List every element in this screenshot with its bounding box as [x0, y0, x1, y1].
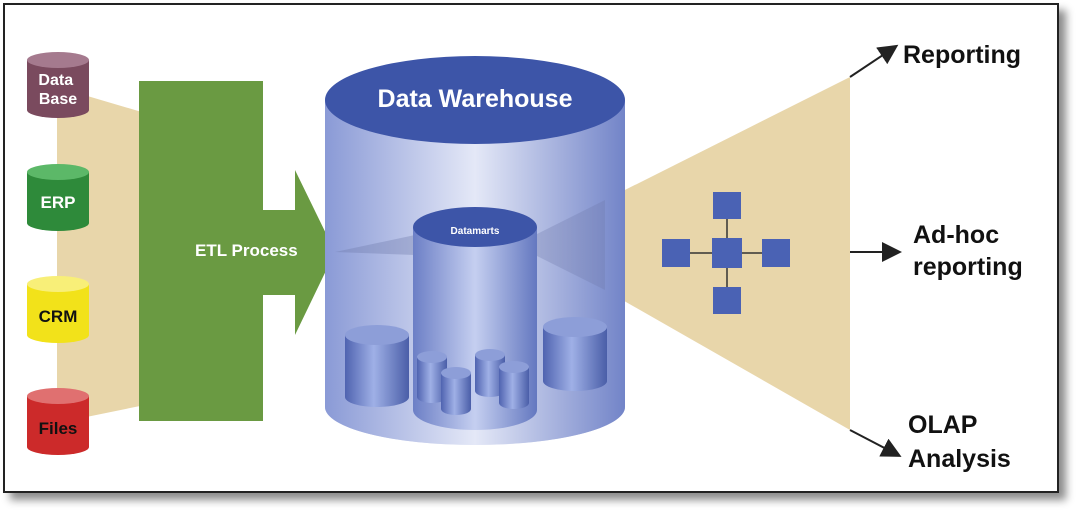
source-erp-cylinder: ERP — [27, 164, 89, 231]
source-crm-label: CRM — [39, 307, 78, 326]
network-node-right — [762, 239, 790, 267]
network-node-bottom — [713, 287, 741, 314]
network-node-top — [713, 192, 741, 219]
storage-cylinder-left — [345, 325, 409, 407]
source-files-label: Files — [39, 419, 78, 438]
output-reporting-label: Reporting — [903, 41, 1021, 69]
source-erp-label: ERP — [41, 193, 76, 212]
source-database-cylinder: Data Base — [27, 52, 89, 118]
diagram-frame: ETL Process Data Warehouse Datamarts — [3, 3, 1059, 493]
datamart-cylinder-3 — [475, 349, 505, 397]
source-files-cylinder: Files — [27, 388, 89, 455]
arrow-reporting — [849, 44, 899, 78]
output-beam — [535, 200, 605, 290]
warehouse-title: Data Warehouse — [378, 85, 573, 113]
etl-process-block: ETL Process — [139, 81, 335, 421]
datamart-cylinder-1 — [417, 351, 447, 403]
source-funnel — [57, 87, 145, 423]
network-node-left — [662, 239, 690, 267]
network-hub-diagram — [677, 219, 762, 287]
etl-label: ETL Process — [195, 241, 298, 260]
output-adhoc-label: Ad-hoc reporting — [913, 221, 1023, 281]
input-beam — [335, 235, 415, 255]
output-olap-label: OLAP Analysis — [908, 411, 1011, 473]
datamarts-label: Datamarts — [451, 226, 500, 237]
source-crm-cylinder: CRM — [27, 276, 89, 343]
datamart-cylinder-4 — [499, 361, 529, 409]
source-database-label: Data Base — [38, 72, 77, 108]
network-hub-node — [712, 238, 742, 268]
datamart-cylinder-2 — [441, 367, 471, 415]
arrow-olap — [849, 429, 902, 457]
storage-cylinder-right — [543, 317, 607, 391]
data-warehouse-diagram: ETL Process Data Warehouse Datamarts — [27, 41, 1023, 473]
